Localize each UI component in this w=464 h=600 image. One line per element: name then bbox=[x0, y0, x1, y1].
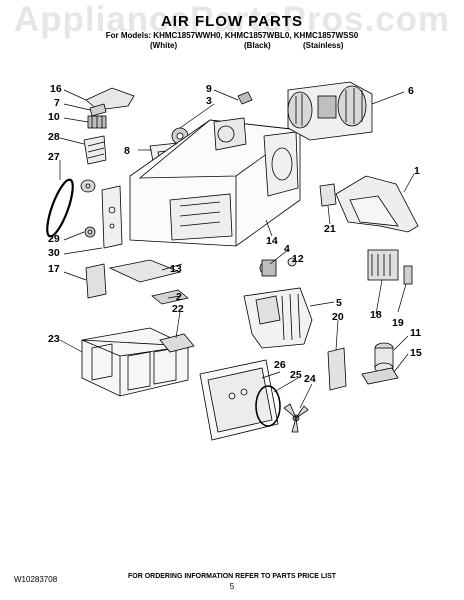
callout-5: 5 bbox=[336, 297, 342, 309]
part-belt bbox=[46, 178, 74, 238]
part-2-pad bbox=[151, 289, 189, 305]
callout-labels: 16 7 10 28 27 29 30 17 23 9 3 8 13 2 22 … bbox=[48, 83, 422, 385]
part-20-bracket bbox=[327, 347, 347, 391]
callout-20: 20 bbox=[332, 311, 344, 323]
callout-10: 10 bbox=[48, 111, 60, 123]
callout-14: 14 bbox=[266, 235, 278, 247]
variant-white: (White) bbox=[150, 41, 178, 50]
callout-9: 9 bbox=[206, 83, 212, 95]
part-1-duct bbox=[335, 175, 419, 233]
part-28-damper bbox=[83, 135, 107, 165]
callout-2: 2 bbox=[176, 291, 182, 303]
ordering-notice: FOR ORDERING INFORMATION REFER TO PARTS … bbox=[127, 573, 337, 580]
callout-13: 13 bbox=[170, 263, 182, 275]
part-18-transformer bbox=[367, 249, 399, 281]
part-9-clip bbox=[237, 91, 253, 105]
callout-29: 29 bbox=[48, 233, 60, 245]
callout-6: 6 bbox=[408, 85, 414, 97]
part-5-panel bbox=[243, 287, 313, 349]
document-number: W10283708 bbox=[14, 575, 58, 584]
callout-23: 23 bbox=[48, 333, 60, 345]
callout-4: 4 bbox=[284, 243, 290, 255]
callout-11: 11 bbox=[410, 327, 421, 339]
callout-25: 25 bbox=[290, 369, 302, 381]
part-26-frame bbox=[199, 359, 279, 441]
part-27-motor bbox=[80, 179, 96, 193]
part-7-bracket bbox=[89, 103, 107, 117]
leader-lines bbox=[59, 89, 415, 409]
page-number: 5 bbox=[229, 582, 235, 591]
callout-17: 17 bbox=[48, 263, 60, 275]
part-4-motor bbox=[259, 259, 277, 277]
part-17-panel bbox=[85, 263, 107, 299]
part-30-plate bbox=[101, 185, 123, 249]
callout-30: 30 bbox=[48, 247, 60, 259]
part-21-plate bbox=[319, 183, 337, 207]
callout-18: 18 bbox=[370, 309, 382, 321]
callout-22: 22 bbox=[172, 303, 184, 315]
part-24-fan bbox=[283, 403, 309, 433]
callout-19: 19 bbox=[392, 317, 404, 329]
callout-8: 8 bbox=[124, 145, 130, 157]
model-list: For Models: KHMC1857WWH0, KHMC1857WBL0, … bbox=[105, 31, 359, 40]
callout-12: 12 bbox=[292, 253, 304, 265]
part-10-block bbox=[87, 115, 107, 129]
part-23-base bbox=[81, 327, 189, 397]
variant-stainless: (Stainless) bbox=[303, 41, 344, 50]
callout-28: 28 bbox=[48, 131, 60, 143]
callout-24: 24 bbox=[304, 373, 316, 385]
part-29-gear bbox=[84, 226, 96, 238]
callout-16: 16 bbox=[50, 83, 62, 95]
callout-21: 21 bbox=[324, 223, 336, 235]
part-6-blower bbox=[287, 81, 373, 141]
variant-black: (Black) bbox=[244, 41, 271, 50]
callout-15: 15 bbox=[410, 347, 422, 359]
chassis bbox=[129, 117, 302, 247]
callout-27: 27 bbox=[48, 151, 60, 163]
part-25-ring bbox=[255, 385, 281, 427]
part-19-diode bbox=[403, 265, 413, 285]
callout-3: 3 bbox=[206, 95, 212, 107]
page-title: AIR FLOW PARTS bbox=[160, 13, 304, 30]
watermark: AppliancePartsPros.com bbox=[13, 0, 451, 39]
part-15-bracket bbox=[361, 367, 399, 385]
part-13-tray bbox=[108, 259, 182, 283]
callout-26: 26 bbox=[274, 359, 286, 371]
part-11-capacitor bbox=[374, 342, 394, 374]
callout-7: 7 bbox=[54, 97, 60, 109]
callout-1: 1 bbox=[414, 165, 420, 177]
